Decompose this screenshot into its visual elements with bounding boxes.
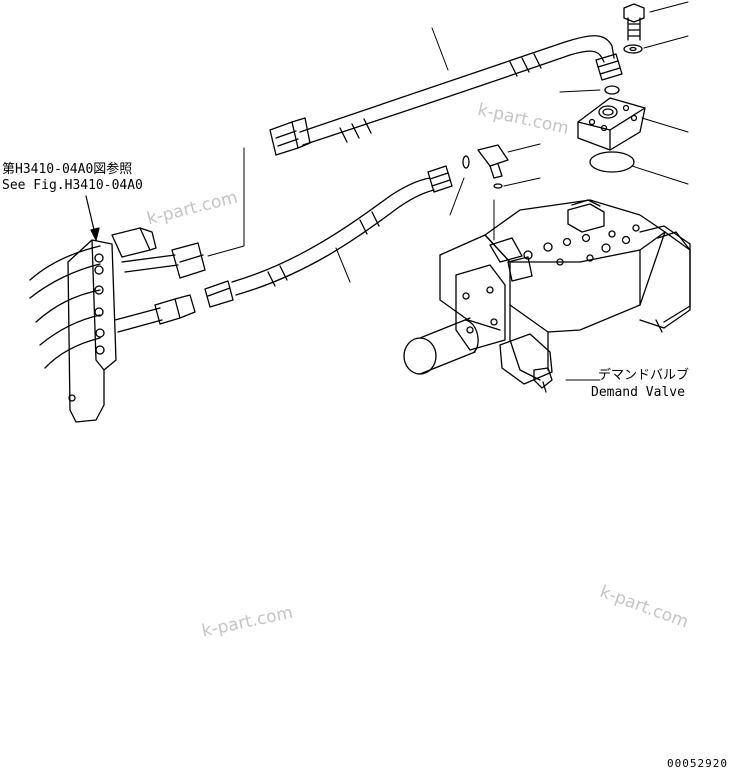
- tube-left: [111, 227, 206, 333]
- lower-hose: [204, 165, 453, 308]
- demand-valve-body: [403, 199, 691, 393]
- flange-block: [577, 97, 646, 173]
- leader-lines: [207, 1, 689, 381]
- mounting-bracket: [29, 239, 117, 423]
- drawing-number: 00052920: [667, 757, 728, 770]
- reference-note-jp: 第H3410-04A0図参照: [2, 162, 133, 177]
- bolt-assembly: [604, 3, 645, 95]
- reference-note-en: See Fig.H3410-04A0: [2, 178, 143, 193]
- elbow-fitting: [462, 144, 509, 189]
- reference-arrow: [85, 195, 100, 241]
- component-label-jp: デマンドバルブ: [598, 368, 690, 383]
- component-label-en: Demand Valve: [591, 385, 685, 400]
- upper-hose: [269, 35, 623, 156]
